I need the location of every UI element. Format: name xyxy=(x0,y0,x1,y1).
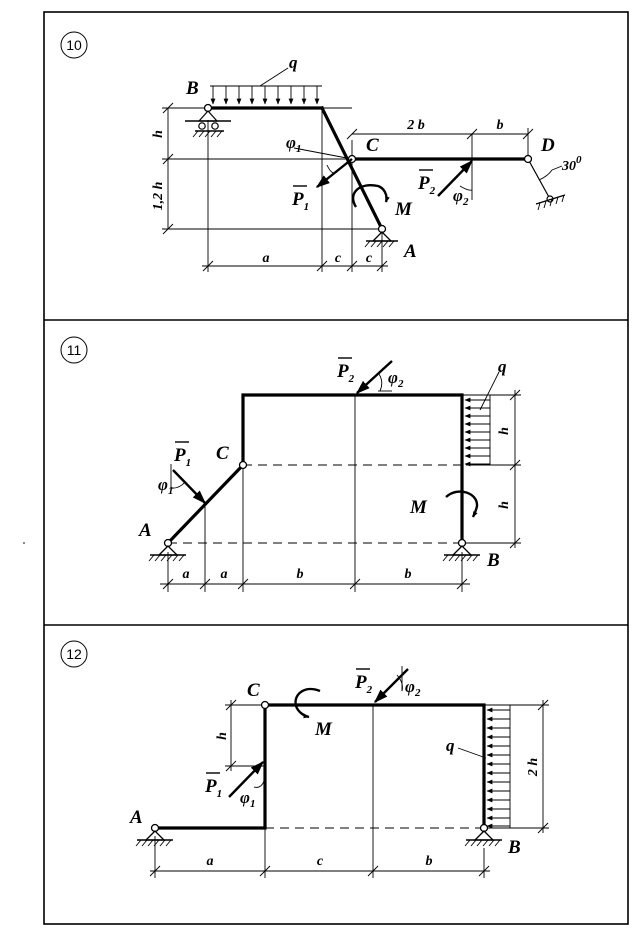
moment-M-arrow xyxy=(445,490,479,518)
support-D-ground xyxy=(535,165,566,211)
angle-phi2-arc xyxy=(378,373,383,392)
label-P1: P1 xyxy=(204,776,222,800)
label-P1: P1 xyxy=(173,445,191,469)
label-phi2: φ2 xyxy=(405,677,421,699)
force-P2-arrow xyxy=(374,668,409,703)
support-A-pin xyxy=(148,538,186,562)
label-M: M xyxy=(394,199,413,220)
support-B-roller xyxy=(185,103,231,138)
label-q: q xyxy=(289,53,298,72)
force-P2-arrow xyxy=(437,159,473,197)
dim-b-right: b xyxy=(405,567,412,582)
hinge-D xyxy=(523,154,533,164)
dim-1.2h: 1,2 h xyxy=(151,181,166,210)
label-B: B xyxy=(185,78,199,99)
label-A: A xyxy=(138,520,152,541)
label-phi2: φ2 xyxy=(388,368,404,390)
label-q: q xyxy=(446,736,455,755)
dim-b-left: b xyxy=(297,567,304,582)
label-P2: P2 xyxy=(336,361,355,385)
label-P1: P1 xyxy=(291,189,309,213)
label-C: C xyxy=(247,680,260,701)
dim-h: h xyxy=(215,732,230,740)
hinge-C xyxy=(238,460,248,470)
support-A-pin xyxy=(135,823,173,847)
label-phi1: φ1 xyxy=(240,788,255,810)
dim-b: b xyxy=(497,118,504,133)
dim-c: c xyxy=(317,854,324,869)
label-A: A xyxy=(129,807,143,828)
dim-h-bottom: h xyxy=(497,501,512,509)
panel-number-badge xyxy=(60,640,88,668)
panel-11: 11 xyxy=(60,336,521,592)
force-P1-arrow xyxy=(172,469,206,505)
moment-M-arrow xyxy=(294,687,321,719)
label-B: B xyxy=(486,550,500,571)
label-angle-30: 300 xyxy=(561,154,582,174)
dimension-lines xyxy=(149,666,549,878)
label-q: q xyxy=(498,357,507,376)
label-B: B xyxy=(507,837,521,858)
force-P2-arrow xyxy=(355,360,393,394)
support-B-pin xyxy=(464,823,502,847)
distributed-load-q xyxy=(464,371,500,467)
stray-dot xyxy=(23,542,25,544)
label-C: C xyxy=(366,135,379,156)
panel-10: 10 xyxy=(60,31,582,272)
angle-phi1-arc xyxy=(326,164,338,174)
support-A-pin xyxy=(364,224,398,248)
label-M: M xyxy=(409,497,428,518)
dim-a-right: a xyxy=(221,567,228,582)
label-P2: P2 xyxy=(417,173,436,197)
support-B-pin xyxy=(442,538,480,562)
panel-number: 11 xyxy=(67,342,82,358)
label-P2: P2 xyxy=(354,672,373,696)
dim-h: h xyxy=(151,130,166,138)
force-P1-arrow xyxy=(228,760,264,798)
angle-phi1-arc xyxy=(253,780,265,788)
angle-phi1-arc xyxy=(170,481,186,489)
panel-12: 12 xyxy=(60,640,549,878)
dim-2b: 2 b xyxy=(406,118,425,133)
label-D: D xyxy=(540,135,555,156)
dim-b: b xyxy=(426,854,433,869)
distributed-load-q xyxy=(457,705,511,829)
dim-a: a xyxy=(207,854,214,869)
label-A: A xyxy=(403,241,417,262)
dim-2h: 2 h xyxy=(526,758,541,778)
angle-phi2-arc xyxy=(396,674,403,692)
label-C: C xyxy=(216,443,229,464)
label-phi2: φ2 xyxy=(453,186,469,208)
dim-a-left: a xyxy=(183,567,190,582)
page-frame xyxy=(43,11,629,925)
frame-beams xyxy=(165,393,464,546)
panel-number-badge xyxy=(60,31,88,59)
panel-number-badge xyxy=(60,336,88,364)
label-phi1: φ1 xyxy=(286,133,301,155)
label-phi1: φ1 xyxy=(158,475,173,497)
dim-c-left: c xyxy=(335,251,342,266)
dim-c-right: c xyxy=(366,251,373,266)
panel-number: 12 xyxy=(66,646,82,662)
dimension-lines xyxy=(160,389,521,592)
panel-number: 10 xyxy=(66,37,82,53)
moment-M-arrow xyxy=(351,183,390,208)
label-M: M xyxy=(314,719,333,740)
dim-a: a xyxy=(263,251,270,266)
dim-h-top: h xyxy=(497,427,512,435)
angle-phi2-arc xyxy=(459,185,473,191)
frame-beams xyxy=(206,105,551,232)
hinge-C xyxy=(260,700,270,710)
distributed-load-q xyxy=(210,67,322,105)
